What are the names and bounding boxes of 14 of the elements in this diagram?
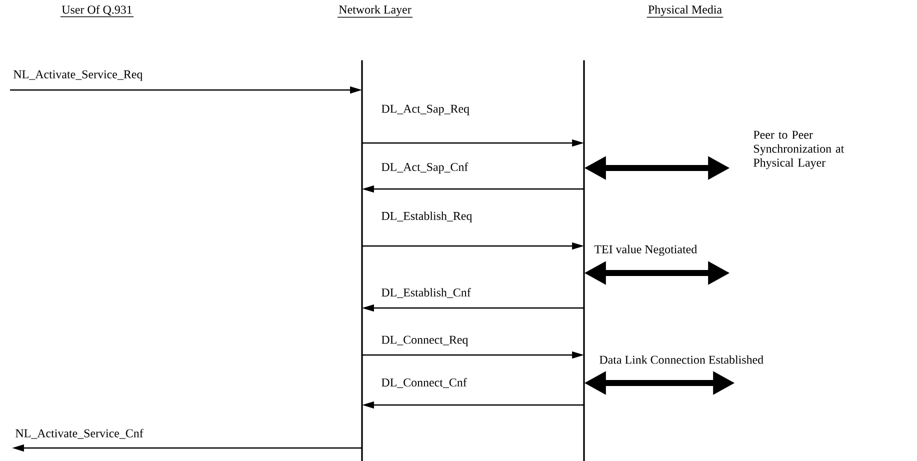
- edge-label: Data Link Connection Established: [600, 355, 764, 364]
- edge-label: NL_Activate_Service_Cnf: [16, 428, 144, 439]
- edge-label: TEI value Negotiated: [594, 244, 697, 256]
- edge-label: DL_Connect_Req: [382, 336, 468, 346]
- edge-label: Peer to Peer Synchronization at Physical Layer: [754, 130, 844, 170]
- column-heading: Physical Media: [646, 5, 724, 18]
- edge-label: NL_Activate_Service_Req: [14, 70, 142, 81]
- edge-label: DL_Connect_Cnf: [382, 378, 467, 388]
- edge-label: DL_Act_Sap_Req: [382, 104, 470, 116]
- edge-label: DL_Act_Sap_Cnf: [382, 162, 468, 174]
- column-heading: User Of Q.931: [60, 5, 134, 18]
- column-heading: Network Layer: [337, 5, 413, 18]
- edge-label: DL_Establish_Cnf: [382, 288, 471, 298]
- edge-label: DL_Establish_Req: [382, 212, 472, 222]
